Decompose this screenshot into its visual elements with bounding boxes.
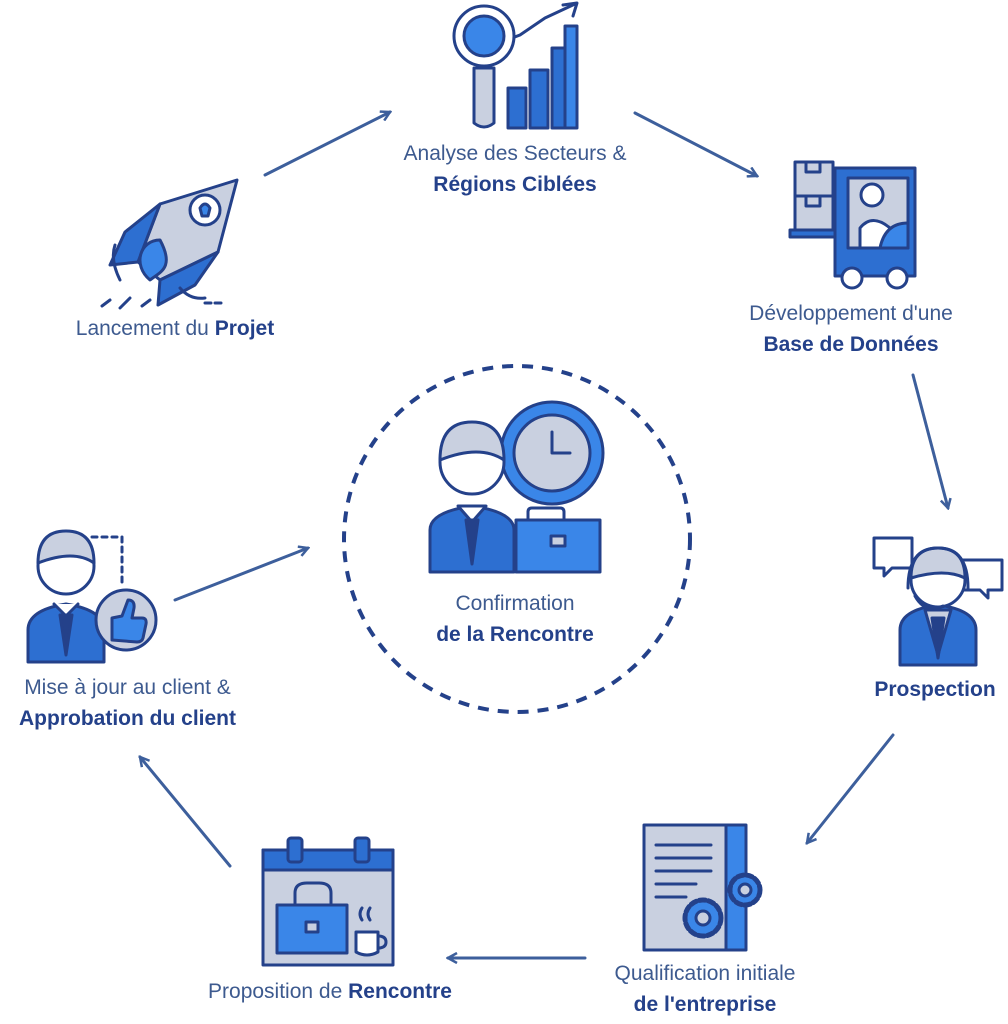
label-confirmation-line2: de la Rencontre [436,623,594,646]
label-developpement-line2: Base de Données [763,333,939,356]
person-thumbs-up-icon [26,529,158,664]
forklift-icon [788,160,917,290]
arrow-lancement-to-analyse [263,112,390,177]
arrow-developpement-to-prospection [911,373,948,508]
label-lancement-text: Lancement du [75,317,215,340]
magnifier-chart-icon [452,1,579,130]
headset-agent-icon [872,536,1004,667]
arrow-proposition-to-miseajour [140,757,232,868]
label-qualification-line2: de l'entreprise [633,993,777,1016]
label-qualification: Qualification initiale de l'entreprise [575,958,835,1020]
arrow-miseajour-to-confirmation [173,548,308,602]
label-developpement-line1: Développement d'une [749,302,953,325]
center-dashed-circle [342,364,692,714]
label-prospection: Prospection [862,674,1008,705]
arrow-analyse-to-developpement [633,111,757,176]
label-confirmation: Confirmation de la Rencontre [395,588,635,650]
label-miseajour: Mise à jour au client & Approbation du c… [0,672,255,734]
label-developpement: Développement d'une Base de Données [712,298,990,360]
label-proposition: Proposition de Rencontre [170,976,490,1007]
arrow-prospection-to-qualification [807,733,895,843]
label-confirmation-line1: Confirmation [455,592,575,615]
businessman-clock-icon [428,400,605,574]
label-miseajour-line2: Approbation du client [19,707,236,730]
label-qualification-line1: Qualification initiale [614,962,796,985]
calendar-briefcase-icon [261,836,395,967]
label-proposition-text: Proposition de [208,980,349,1003]
label-lancement-bold: Projet [214,317,275,340]
label-proposition-bold: Rencontre [348,980,452,1003]
label-lancement: Lancement du Projet [50,313,300,344]
label-analyse-line1: Analyse des Secteurs & [403,142,627,165]
document-gears-icon [642,823,763,952]
label-analyse: Analyse des Secteurs & Régions Ciblées [365,138,665,200]
label-analyse-line2: Régions Ciblées [433,173,597,196]
label-miseajour-line1: Mise à jour au client & [24,676,231,699]
rocket-icon [100,178,239,310]
label-prospection-line1: Prospection [874,678,996,701]
